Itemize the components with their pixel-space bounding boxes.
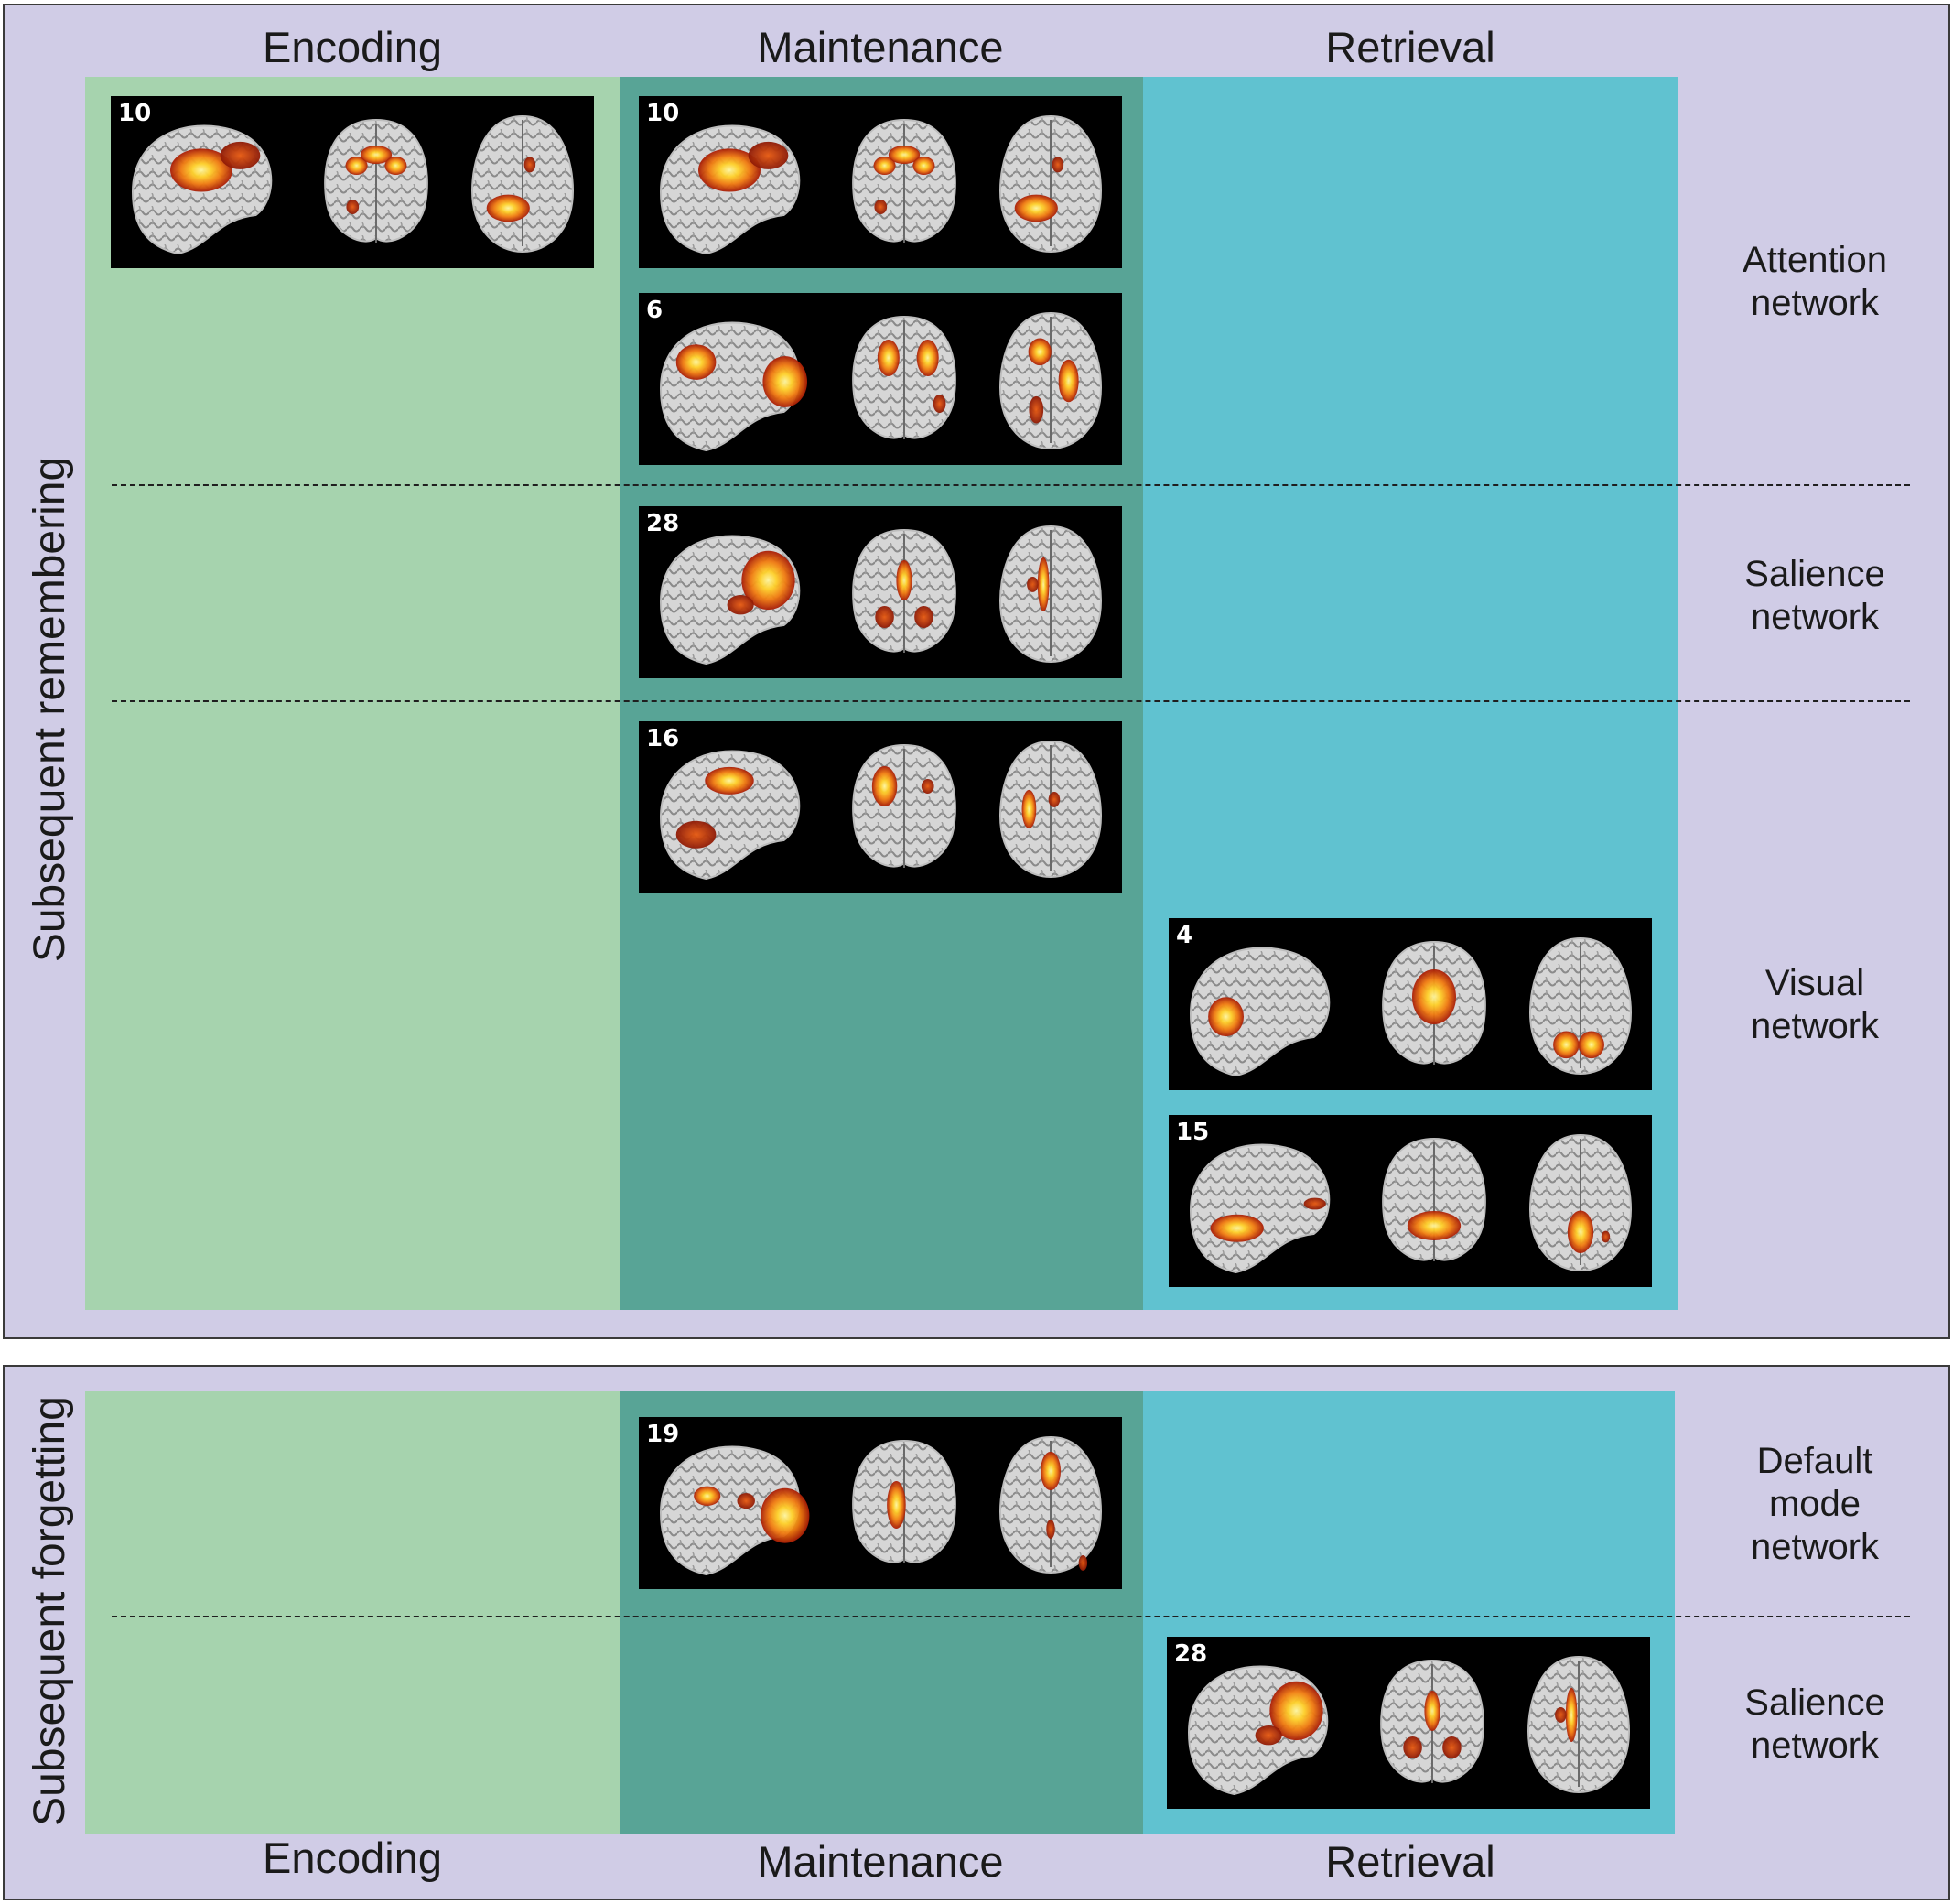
brain-map-maintenance-28: 28	[639, 506, 1122, 678]
brain-map-maintenance-6: 6	[639, 293, 1122, 465]
brain-map-retrieval-28: 28	[1167, 1637, 1650, 1809]
header-maintenance-top: Maintenance	[757, 23, 1004, 71]
encoding-column-top	[85, 77, 620, 1310]
brain-slices	[659, 525, 1103, 665]
header-encoding-bottom: Encoding	[263, 1834, 442, 1882]
brain-slices	[1187, 1655, 1631, 1796]
brain-map-retrieval-4: 4	[1169, 918, 1652, 1090]
component-number: 4	[1176, 922, 1193, 949]
header-encoding-top: Encoding	[263, 23, 442, 71]
encoding-column-bottom	[85, 1391, 620, 1834]
brain-slices	[659, 114, 1103, 255]
divider-attention-salience	[112, 484, 1910, 486]
component-number: 10	[646, 100, 680, 127]
header-retrieval-top: Retrieval	[1325, 23, 1495, 71]
component-number: 28	[646, 510, 680, 537]
component-number: 10	[118, 100, 152, 127]
brain-map-maintenance-16: 16	[639, 721, 1122, 893]
component-number: 6	[646, 297, 664, 324]
retrieval-column-top	[1143, 77, 1678, 1310]
brain-slices	[659, 311, 1103, 452]
brain-slices	[1189, 1133, 1633, 1274]
component-number: 19	[646, 1421, 680, 1448]
brain-slices	[659, 740, 1103, 881]
divider-salience-visual	[112, 700, 1910, 702]
component-number: 28	[1174, 1640, 1208, 1668]
side-label-remembering: Subsequent remembering	[26, 456, 74, 963]
brain-slices	[1189, 936, 1633, 1077]
component-number: 15	[1176, 1119, 1210, 1146]
side-label-forgetting: Subsequent forgetting	[26, 1396, 74, 1826]
component-number: 16	[646, 725, 680, 752]
brain-map-maintenance-19: 19	[639, 1417, 1122, 1589]
header-maintenance-bottom: Maintenance	[757, 1837, 1004, 1886]
brain-map-encoding-10: 10	[111, 96, 594, 268]
divider-default-salience	[112, 1616, 1910, 1617]
maintenance-column-top	[620, 77, 1143, 1310]
header-retrieval-bottom: Retrieval	[1325, 1837, 1495, 1886]
brain-map-retrieval-15: 15	[1169, 1115, 1652, 1287]
brain-map-maintenance-10: 10	[639, 96, 1122, 268]
brain-slices	[131, 114, 575, 255]
brain-slices	[659, 1435, 1103, 1576]
